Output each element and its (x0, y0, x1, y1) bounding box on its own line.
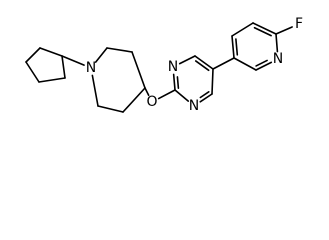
bond-m3-m4 (178, 55, 196, 65)
bond-y2-y3 (233, 57, 257, 71)
bond-c1-n1 (61, 55, 85, 66)
bond-y1-y2 (255, 61, 273, 71)
bond-m5-y3 (212, 57, 235, 70)
bond-c3-c4 (25, 61, 40, 83)
bond-y4-y5 (231, 22, 254, 37)
bond-m5-m6 (211, 68, 214, 95)
bond-m2-m3 (172, 73, 176, 91)
bond-layer (25, 22, 293, 113)
atom-label-m3: N (168, 59, 178, 75)
bond-inner-y3-y4 (235, 38, 239, 56)
bond-inner-m6-m1 (199, 91, 210, 99)
bond-c1-c2 (39, 47, 63, 57)
bond-p2-p3 (106, 47, 133, 53)
atom-label-f1: F (295, 16, 303, 32)
atom-label-m1: N (189, 98, 199, 114)
bond-p3-p4 (131, 51, 146, 89)
bond-y6-y1 (275, 33, 279, 53)
bond-inner-y5-y6 (253, 26, 272, 37)
atom-label-o1: O (146, 94, 157, 110)
bond-m6-m1 (199, 93, 213, 103)
bond-c5-c1 (61, 55, 66, 79)
bond-m4-m5 (194, 55, 214, 70)
bond-p4-o1 (144, 87, 150, 97)
bond-inner-m2-m3 (176, 76, 180, 89)
bond-p6-n1 (91, 74, 99, 107)
bond-o1-m2 (157, 89, 176, 100)
atom-label-layer: N O N N N F (86, 16, 303, 114)
bond-inner-y1-y2 (255, 59, 268, 67)
bond-p4-p5 (122, 87, 146, 113)
atom-label-n1: N (86, 60, 96, 76)
molecule-diagram: N O N N N F (25, 16, 303, 114)
bond-y3-y4 (231, 35, 235, 59)
bond-n1-p2 (94, 47, 108, 63)
bond-inner-m4-m5 (194, 60, 210, 72)
bond-y6-f1 (275, 26, 293, 35)
bond-m1-m2 (174, 89, 190, 102)
bond-c2-c3 (25, 47, 41, 63)
bond-y5-y6 (252, 22, 277, 35)
bond-p5-p6 (97, 105, 124, 113)
bond-c4-c5 (38, 77, 66, 83)
atom-label-y1: N (273, 51, 283, 67)
